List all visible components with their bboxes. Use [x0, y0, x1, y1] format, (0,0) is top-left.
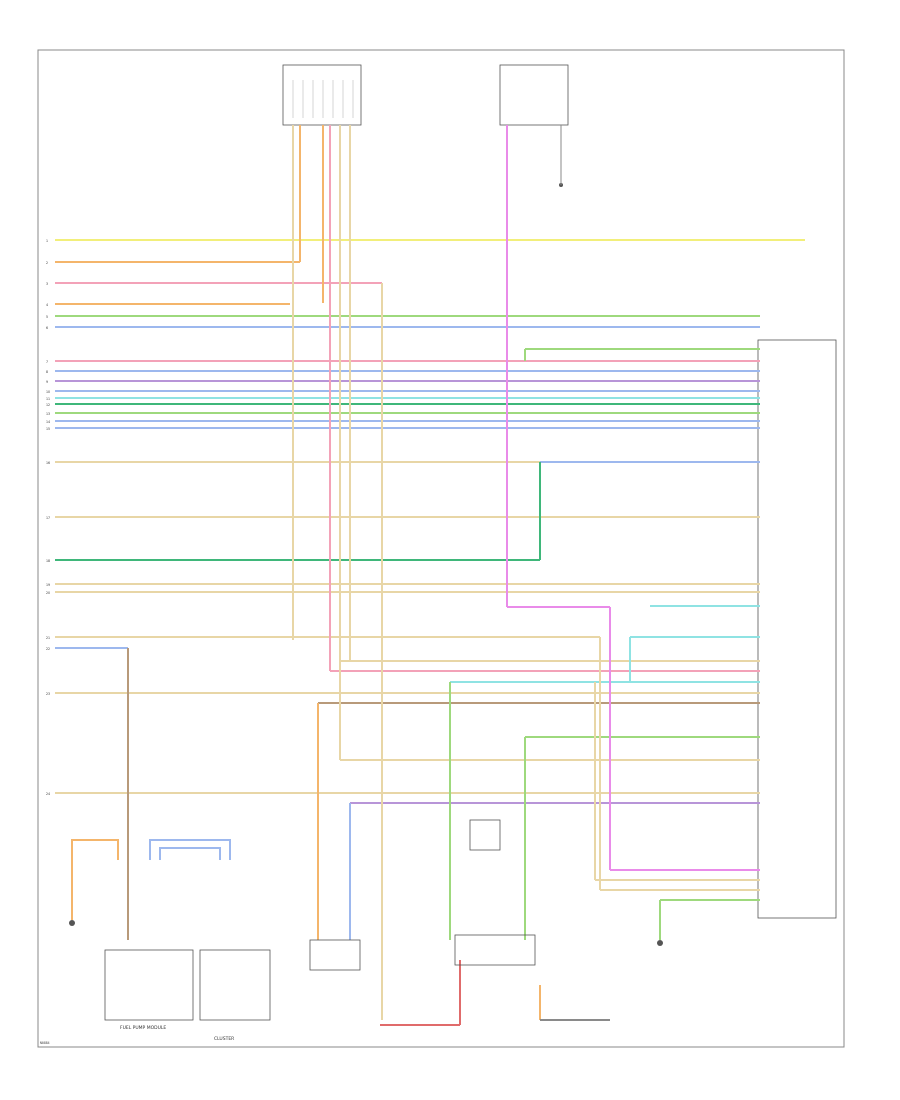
pin-label-8: 8 [46, 370, 48, 374]
pin-label-2: 2 [46, 261, 48, 265]
pin-label-5: 5 [46, 315, 48, 319]
cluster-box [199, 949, 271, 1021]
pin-label-23: 23 [46, 692, 50, 696]
fuel-pump-wire-b [149, 839, 231, 860]
top-left-module-pins [292, 80, 354, 118]
top-left-module [282, 64, 362, 126]
top-right-module [499, 64, 569, 126]
pin-label-10: 10 [46, 390, 50, 394]
pin-label-9: 9 [46, 380, 48, 384]
fuel-pump-wire-c [159, 847, 221, 860]
pin-label-19: 19 [46, 583, 50, 587]
pin-label-3: 3 [46, 282, 48, 286]
switch-box [469, 819, 501, 851]
corner-code: N0884 [40, 1041, 50, 1045]
sensor-box [309, 939, 361, 971]
pin-label-15: 15 [46, 427, 50, 431]
fuel-pump-module-box [104, 949, 194, 1021]
pin-label-1: 1 [46, 239, 48, 243]
pin-label-7: 7 [46, 360, 48, 364]
pin-label-12: 12 [46, 403, 50, 407]
pin-label-18: 18 [46, 559, 50, 563]
pin-label-21: 21 [46, 636, 50, 640]
pin-label-22: 22 [46, 647, 50, 651]
relay-box [454, 934, 536, 966]
cluster-label: CLUSTER [214, 1036, 234, 1042]
pin-label-17: 17 [46, 516, 50, 520]
pcm-connector [757, 339, 837, 919]
vertical-wires [127, 125, 760, 1026]
pin-label-6: 6 [46, 326, 48, 330]
ground-left-symbol [69, 920, 75, 926]
left-pin-labels: 1 2 3 4 5 6 7 8 9 10 11 12 13 14 15 16 1… [46, 239, 50, 796]
pin-label-24: 24 [46, 792, 50, 796]
pin-label-20: 20 [46, 591, 50, 595]
pin-label-14: 14 [46, 420, 50, 424]
diagram-frame [37, 49, 845, 1048]
ground-right-symbol [657, 940, 663, 946]
pin-label-16: 16 [46, 461, 50, 465]
horizontal-wires [55, 239, 805, 901]
pin-label-13: 13 [46, 412, 50, 416]
pin-label-4: 4 [46, 303, 48, 307]
fuel-pump-module-label: FUEL PUMP MODULE [120, 1025, 166, 1031]
pin-label-11: 11 [46, 397, 50, 401]
fuel-pump-wire-a [71, 839, 119, 920]
